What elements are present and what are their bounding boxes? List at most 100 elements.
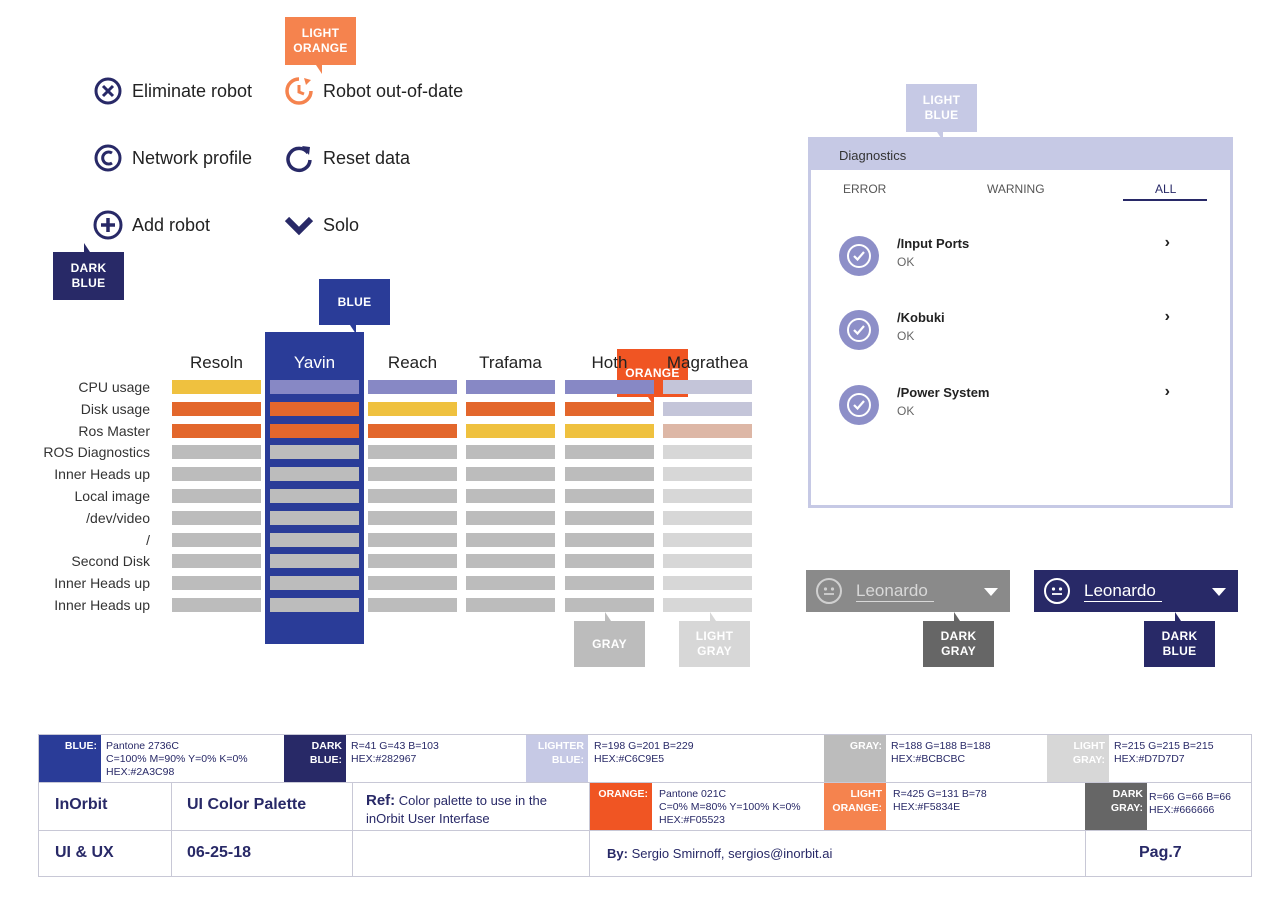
status-cell[interactable] [368,533,457,547]
action-add-robot[interactable]: Add robot [92,209,210,241]
status-cell[interactable] [270,402,359,416]
status-cell[interactable] [466,402,555,416]
status-cell[interactable] [663,445,752,459]
status-cell[interactable] [466,445,555,459]
status-cell[interactable] [663,380,752,394]
status-cell[interactable] [270,511,359,525]
status-cell[interactable] [565,511,654,525]
status-cell[interactable] [663,489,752,503]
status-cell[interactable] [565,467,654,481]
document-title: UI Color Palette [187,796,307,813]
status-cell[interactable] [565,598,654,612]
reference-note: Ref: Color palette to use in the inOrbit… [366,792,576,828]
status-cell[interactable] [270,598,359,612]
action-reset-data[interactable]: Reset data [283,142,410,174]
status-cell[interactable] [663,402,752,416]
status-cell[interactable] [368,598,457,612]
status-cell[interactable] [565,380,654,394]
author-text: Sergio Smirnoff, sergios@inorbit.ai [631,846,833,861]
status-cell[interactable] [270,533,359,547]
status-cell[interactable] [172,533,261,547]
status-cell[interactable] [663,424,752,438]
column-header[interactable]: Trafama [479,353,542,372]
status-cell[interactable] [466,533,555,547]
status-cell[interactable] [663,533,752,547]
status-cell[interactable] [172,445,261,459]
status-cell[interactable] [565,576,654,590]
status-cell[interactable] [466,554,555,568]
status-cell[interactable] [663,576,752,590]
chevron-right-icon[interactable]: › [1164,308,1170,325]
status-cell[interactable] [172,576,261,590]
status-cell[interactable] [172,554,261,568]
chevron-right-icon[interactable]: › [1164,383,1170,400]
status-cell[interactable] [466,576,555,590]
status-cell[interactable] [368,445,457,459]
status-cell[interactable] [466,489,555,503]
status-cell[interactable] [270,554,359,568]
action-network-profile[interactable]: Network profile [92,142,252,174]
status-cell[interactable] [172,489,261,503]
status-cell[interactable] [172,402,261,416]
action-eliminate-robot[interactable]: Eliminate robot [92,75,252,107]
status-cell[interactable] [368,554,457,568]
status-cell[interactable] [172,598,261,612]
chevron-right-icon[interactable]: › [1164,234,1170,251]
status-cell[interactable] [270,489,359,503]
status-cell[interactable] [368,380,457,394]
status-cell[interactable] [466,511,555,525]
column-header[interactable]: Hoth [591,353,628,372]
status-cell[interactable] [565,554,654,568]
action-robot-out-of-date[interactable]: Robot out-of-date [283,75,463,107]
status-cell[interactable] [368,402,457,416]
status-cell[interactable] [663,467,752,481]
row-label: CPU usage [78,379,150,395]
status-cell[interactable] [270,380,359,394]
robot-select-dark-gray[interactable]: Leonardo [806,570,1010,612]
status-cell[interactable] [466,467,555,481]
column-header[interactable]: Magrathea [666,353,749,372]
status-cell[interactable] [270,424,359,438]
status-cell[interactable] [270,467,359,481]
status-cell[interactable] [565,424,654,438]
tab-all[interactable]: ALL [1155,182,1177,196]
status-cell[interactable] [368,489,457,503]
status-cell[interactable] [466,380,555,394]
refresh-icon [283,142,315,174]
author-label: By: [607,846,628,861]
status-cell[interactable] [565,533,654,547]
status-cell[interactable] [172,424,261,438]
status-cell[interactable] [172,380,261,394]
add-circle-icon [92,209,124,241]
status-cell[interactable] [270,445,359,459]
robot-select-value: Leonardo [1084,581,1162,602]
status-cell[interactable] [466,598,555,612]
status-cell[interactable] [172,511,261,525]
action-solo[interactable]: Solo [283,209,359,241]
status-cell[interactable] [172,467,261,481]
status-cell[interactable] [565,445,654,459]
status-cell[interactable] [663,598,752,612]
status-cell[interactable] [368,511,457,525]
column-header-selected[interactable]: Yavin [293,353,336,372]
column-header[interactable]: Reach [387,353,438,372]
status-cell[interactable] [565,402,654,416]
status-cell[interactable] [368,467,457,481]
status-cell[interactable] [368,576,457,590]
status-cell[interactable] [368,424,457,438]
tab-warning[interactable]: WARNING [987,182,1045,196]
status-cell[interactable] [663,511,752,525]
status-cell[interactable] [663,554,752,568]
column-header[interactable]: Resoln [190,353,243,372]
status-cell[interactable] [565,489,654,503]
tab-error[interactable]: ERROR [843,182,887,196]
robot-select-dark-blue[interactable]: Leonardo [1034,570,1238,612]
status-cell[interactable] [466,424,555,438]
status-cell[interactable] [270,576,359,590]
